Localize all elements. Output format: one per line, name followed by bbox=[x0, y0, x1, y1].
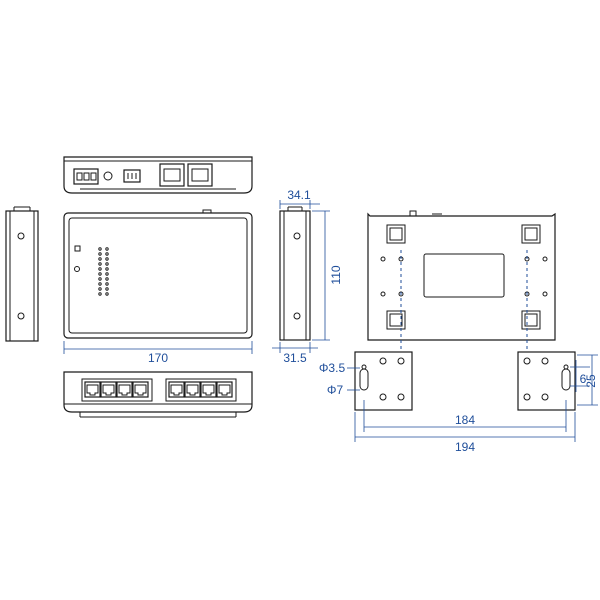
dimension-lines bbox=[63, 200, 598, 442]
rj45-port-front bbox=[216, 381, 233, 398]
dip-switch bbox=[123, 169, 141, 183]
left-side-view bbox=[5, 206, 39, 342]
rj45-port-front bbox=[168, 381, 185, 398]
dim-depth-top-label: 34.1 bbox=[287, 188, 311, 202]
status-indicator bbox=[74, 245, 81, 252]
bracket-holes bbox=[380, 256, 548, 297]
rj45-port-rear-1 bbox=[159, 163, 185, 187]
dim-slot-width-label: 6 bbox=[580, 372, 587, 386]
power-terminal bbox=[73, 168, 99, 185]
ethernet-port-group bbox=[84, 381, 233, 398]
led-indicator bbox=[105, 267, 109, 271]
led-indicator bbox=[98, 247, 102, 251]
dim-length-label: 170 bbox=[148, 351, 168, 365]
dim-slot-height-label: 25 bbox=[584, 374, 598, 388]
rubber-foot-br bbox=[521, 310, 541, 330]
side-screw-bottom-right bbox=[293, 312, 301, 320]
led-indicator bbox=[98, 282, 102, 286]
led-indicator bbox=[105, 282, 109, 286]
side-screw-bottom bbox=[17, 312, 25, 320]
ground-screw bbox=[103, 171, 113, 181]
dim-depth-bottom-label: 31.5 bbox=[283, 351, 307, 365]
dim-bracket-width-label: 194 bbox=[455, 440, 475, 454]
led-grid bbox=[98, 247, 109, 296]
reset-hole bbox=[74, 266, 80, 272]
rubber-foot-bl bbox=[386, 310, 406, 330]
led-indicator bbox=[105, 272, 109, 276]
rubber-foot-tr bbox=[521, 224, 541, 244]
dim-height-label: 110 bbox=[329, 265, 343, 284]
led-indicator bbox=[105, 277, 109, 281]
led-indicator bbox=[98, 272, 102, 276]
led-indicator bbox=[98, 292, 102, 296]
led-indicator bbox=[98, 287, 102, 291]
rj45-port-rear-2 bbox=[187, 163, 213, 187]
right-side-view bbox=[279, 206, 311, 341]
led-indicator bbox=[98, 257, 102, 261]
front-view bbox=[63, 371, 253, 418]
label-area bbox=[423, 253, 505, 298]
led-indicator bbox=[105, 257, 109, 261]
rj45-port-front bbox=[84, 381, 101, 398]
mounting-bracket-left bbox=[354, 351, 413, 411]
top-view bbox=[63, 209, 253, 339]
led-indicator bbox=[105, 247, 109, 251]
dim-mount-spacing-label: 184 bbox=[455, 413, 475, 427]
led-indicator bbox=[98, 267, 102, 271]
dim-hole-large-label: Φ7 bbox=[327, 383, 344, 397]
led-indicator bbox=[98, 252, 102, 256]
dim-hole-small-label: Φ3.5 bbox=[319, 361, 346, 375]
rear-panel-view bbox=[63, 156, 253, 194]
led-indicator bbox=[98, 262, 102, 266]
rj45-port-front bbox=[132, 381, 149, 398]
rj45-port-front bbox=[116, 381, 133, 398]
rubber-foot-tl bbox=[386, 224, 406, 244]
side-screw-top bbox=[17, 232, 25, 240]
led-indicator bbox=[98, 277, 102, 281]
side-screw-top-right bbox=[293, 232, 301, 240]
mounting-bracket-right bbox=[517, 351, 576, 411]
rj45-port-front bbox=[184, 381, 201, 398]
led-indicator bbox=[105, 292, 109, 296]
led-indicator bbox=[105, 252, 109, 256]
led-indicator bbox=[105, 287, 109, 291]
rj45-port-front bbox=[200, 381, 217, 398]
led-indicator bbox=[105, 262, 109, 266]
rj45-port-front bbox=[100, 381, 117, 398]
bottom-view bbox=[354, 210, 576, 411]
